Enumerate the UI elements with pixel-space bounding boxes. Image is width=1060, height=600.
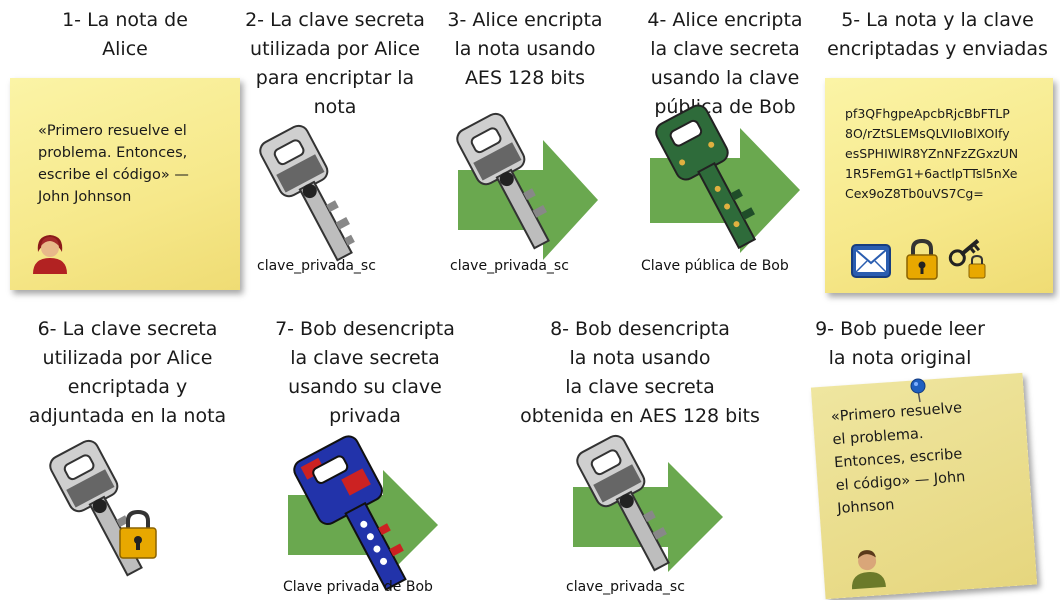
lock-icon [119, 509, 157, 559]
cipher-note: pf3QFhgpeApcbRjcBbFTLP 8O/rZtSLEMsQLVIIo… [825, 78, 1053, 293]
step-1-title: 1- La nota de Alice [62, 9, 188, 60]
cipher-text: pf3QFhgpeApcbRjcBbFTLP 8O/rZtSLEMsQLVIIo… [845, 106, 1019, 201]
bob-avatar-icon [852, 550, 886, 590]
step-3-title: 3- Alice encripta la nota usando AES 128… [447, 9, 603, 89]
alice-note: «Primero resuelve el problema. Entonces,… [10, 78, 240, 290]
envelope-icon [851, 244, 891, 278]
step-9-title: 9- Bob puede leer la nota original [815, 318, 985, 369]
step-7-caption: Clave privada de Bob [283, 579, 433, 595]
public-key-icon [655, 104, 757, 250]
encrypted-secret-key-icon [49, 439, 157, 577]
step-8-title: 8- Bob desencripta la nota usando la cla… [520, 318, 760, 427]
pushpin-icon [910, 378, 926, 403]
step-4-caption: Clave pública de Bob [641, 258, 789, 274]
bob-note: «Primero resuelve el problema. Entonces,… [810, 372, 1038, 600]
step-3-caption: clave_privada_sc [450, 258, 569, 274]
secret-key-icon [259, 124, 355, 262]
bob-note-text: «Primero resuelve el problema. Entonces,… [830, 400, 966, 518]
step-7-title: 7- Bob desencripta la clave secreta usan… [275, 318, 455, 427]
step-8-caption: clave_privada_sc [566, 579, 685, 595]
step-6-title: 6- La clave secreta utilizada por Alice … [28, 318, 227, 427]
secret-key-icon [456, 112, 550, 250]
step-5-title: 5- La nota y la clave encriptadas y envi… [827, 9, 1048, 60]
secret-key-icon [576, 434, 670, 572]
lock-icon [906, 238, 938, 280]
step-2-caption: clave_privada_sc [257, 258, 376, 274]
private-key-icon [293, 435, 407, 591]
step-2-title: 2- La clave secreta utilizada por Alice … [245, 9, 425, 118]
alice-avatar-icon [33, 235, 67, 274]
alice-note-text: «Primero resuelve el problema. Entonces,… [38, 123, 189, 205]
lock-key-icon [948, 239, 986, 279]
